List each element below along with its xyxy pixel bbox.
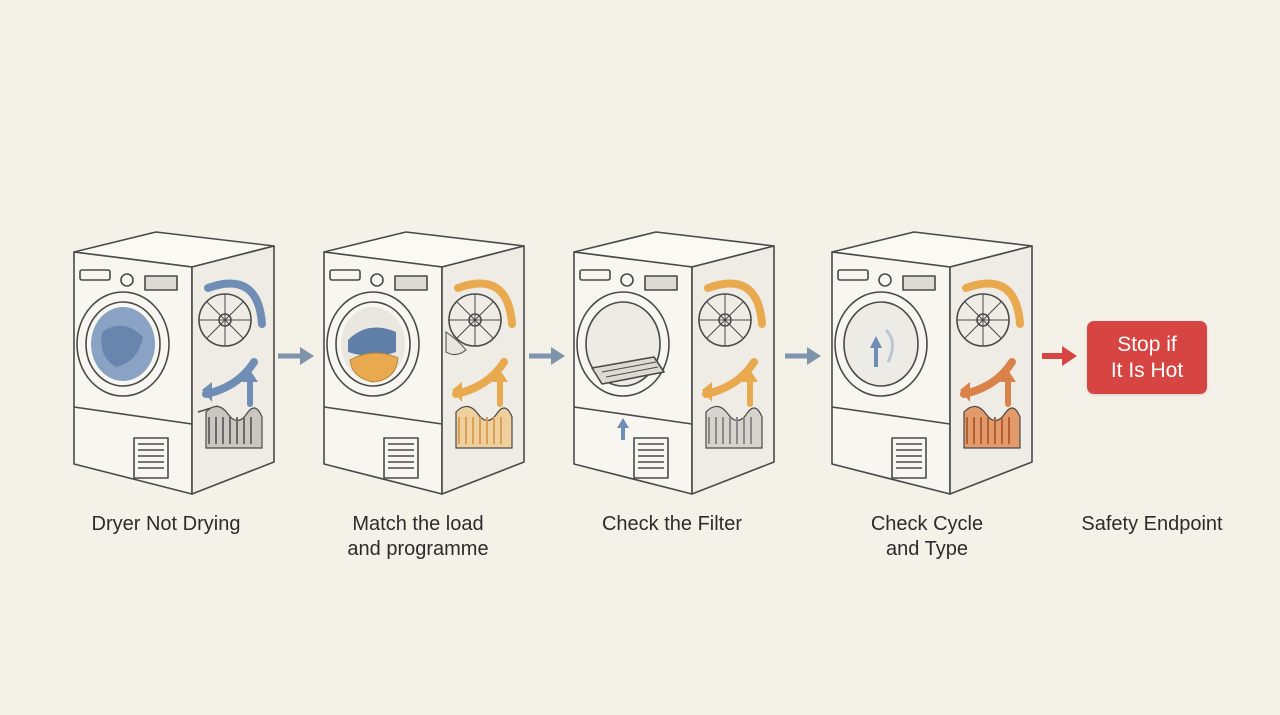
step-1-label-line-1: Dryer Not Drying [91, 513, 241, 535]
flow-arrow-3 [785, 347, 821, 365]
dryer-illustration-cycle [831, 231, 1033, 495]
step-label-check-filter: Check the Filter [572, 512, 772, 537]
step-label-dryer-not-drying: Dryer Not Drying [66, 512, 266, 537]
dryer-illustration-not-drying [73, 231, 275, 495]
flow-arrow-to-safety [1042, 346, 1077, 366]
step-5-label-line-1: Safety Endpoint [1081, 513, 1223, 535]
step-label-safety-endpoint: Safety Endpoint [1052, 512, 1252, 537]
step-label-check-cycle: Check Cycle and Type [827, 512, 1027, 562]
step-2-label-line-1: Match the load [352, 513, 484, 535]
step-2-label-line-2: and programme [347, 538, 489, 560]
flow-arrow-2 [529, 347, 565, 365]
flow-arrow-1 [278, 347, 314, 365]
step-3-label-line-1: Check the Filter [601, 513, 743, 535]
step-4-label-line-1: Check Cycle [870, 513, 984, 535]
stop-if-hot-box: Stop if It Is Hot [1087, 321, 1207, 394]
step-label-match-load: Match the load and programme [318, 512, 518, 562]
stop-box-line-1: Stop if [1117, 332, 1177, 356]
stop-box-line-2: It Is Hot [1110, 358, 1184, 382]
dryer-illustration-load [323, 231, 525, 495]
step-4-label-line-2: and Type [886, 538, 968, 560]
dryer-illustration-filter [573, 231, 775, 495]
